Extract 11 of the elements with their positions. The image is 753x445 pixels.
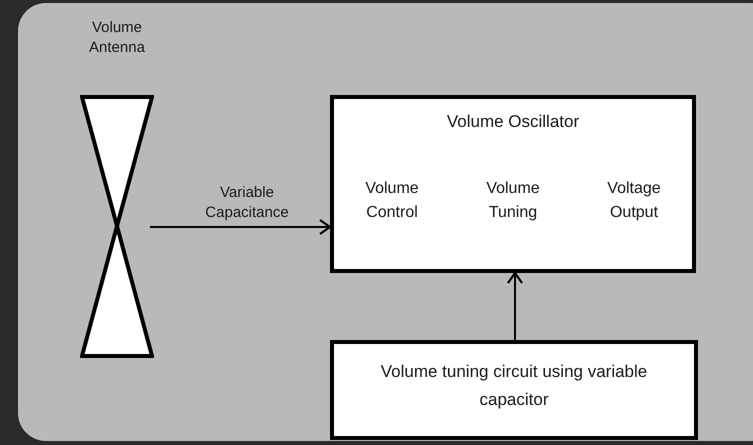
arrow xyxy=(506,272,524,340)
box-text: Voltage Output xyxy=(606,178,662,222)
process-box xyxy=(330,340,698,440)
box-title: Volume Oscillator xyxy=(446,111,580,133)
box-text: Volume Control xyxy=(364,178,420,222)
box-text: Volume tuning circuit using variable capacitor xyxy=(380,361,648,411)
box-text: Volume Tuning xyxy=(485,178,541,222)
antenna-label: Volume Antenna xyxy=(88,18,146,58)
arrow xyxy=(150,218,332,236)
edge-label: Variable Capacitance xyxy=(204,183,290,223)
process-box xyxy=(330,95,696,273)
